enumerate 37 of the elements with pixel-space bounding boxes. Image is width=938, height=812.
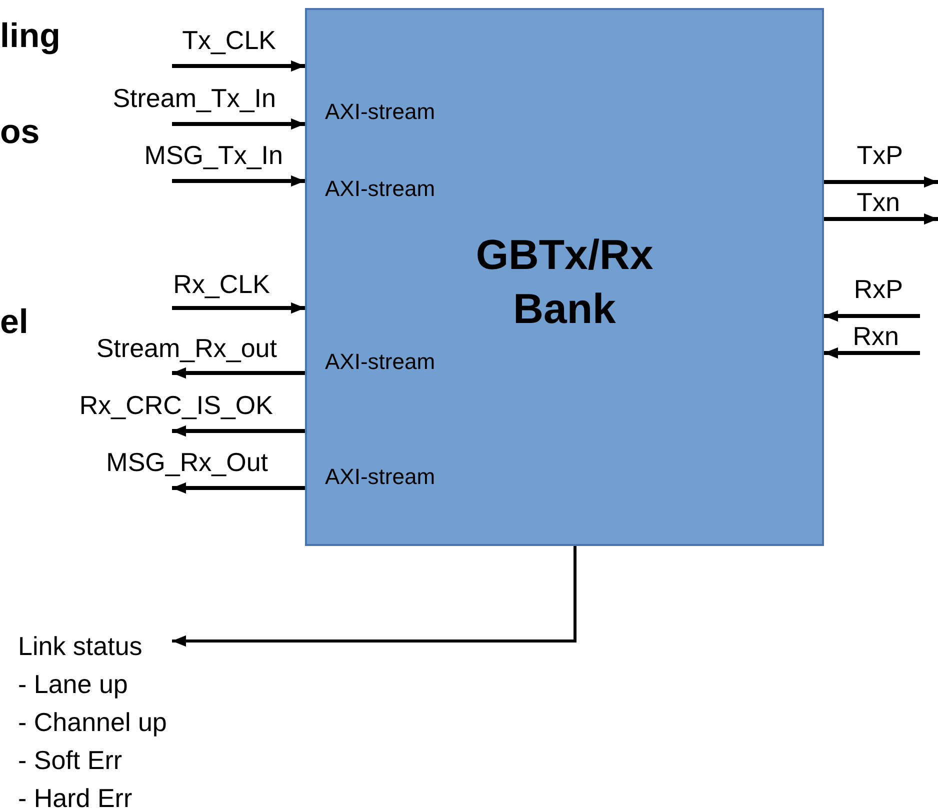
signal-name: Txn: [856, 187, 900, 217]
signal-arrow: [172, 367, 305, 379]
signal-arrow: [172, 425, 305, 437]
signal-name: Rx_CLK: [173, 269, 270, 299]
signal-arrow: [172, 175, 305, 187]
signal-name: MSG_Tx_In: [144, 140, 283, 170]
interface-label: AXI-stream: [325, 349, 436, 375]
signal-name: MSG_Rx_Out: [106, 447, 268, 477]
transceiver-block: [305, 8, 824, 546]
status-item: - Soft Err: [18, 744, 122, 777]
heading-fragment: os: [0, 112, 40, 152]
signal-arrow: [824, 347, 920, 359]
signal-arrow: [172, 60, 305, 72]
signal-arrow: [824, 213, 938, 225]
signal-arrow: [172, 546, 576, 647]
signal-name: TxP: [856, 140, 903, 170]
status-item: - Hard Err: [18, 782, 132, 812]
signal-name: Rx_CRC_IS_OK: [79, 390, 273, 420]
heading-fragment: ling: [0, 16, 60, 56]
status-item: - Lane up: [18, 668, 128, 701]
interface-label: AXI-stream: [325, 99, 436, 125]
signal-name: Tx_CLK: [182, 25, 276, 55]
interface-label: AXI-stream: [325, 176, 436, 202]
signal-arrow: [172, 302, 305, 314]
status-heading: Link status: [18, 630, 142, 663]
heading-fragment: el: [0, 302, 28, 342]
signal-name: Stream_Tx_In: [112, 83, 276, 113]
signal-arrow: [172, 482, 305, 494]
signal-name: Stream_Rx_out: [96, 333, 277, 363]
block-title: GBTx/Rx Bank: [474, 230, 654, 334]
interface-label: AXI-stream: [325, 464, 436, 490]
signal-arrow: [824, 310, 920, 322]
signal-name: Rxn: [852, 321, 899, 351]
signal-arrow: [824, 176, 938, 188]
status-item: - Channel up: [18, 706, 167, 739]
signal-arrow: [172, 118, 305, 130]
signal-name: RxP: [854, 274, 903, 304]
